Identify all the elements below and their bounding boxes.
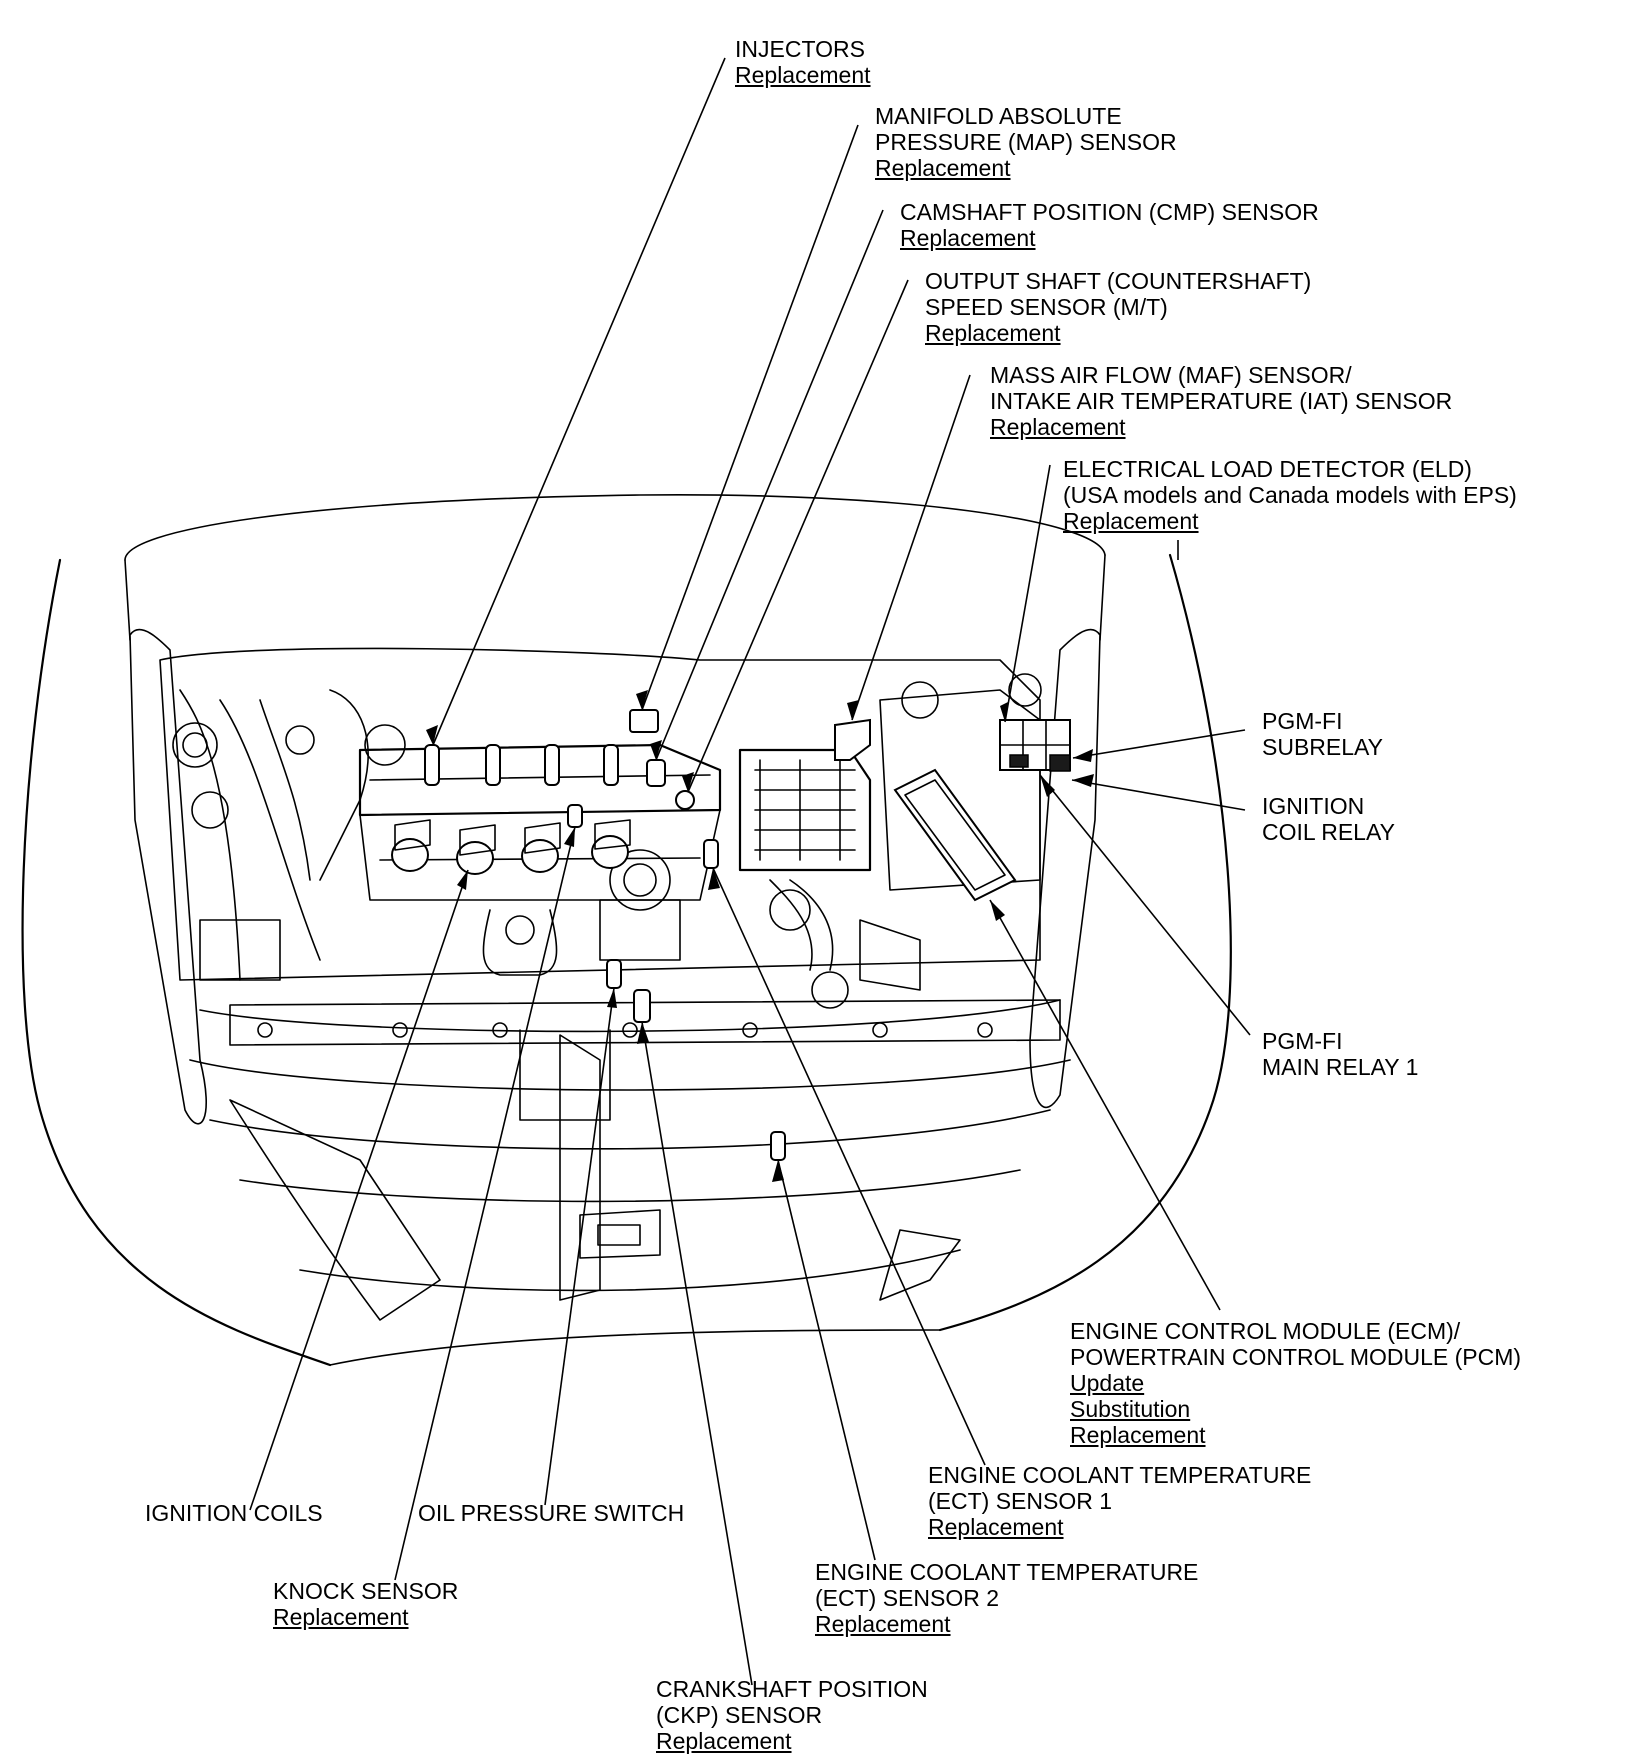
callout-pgmfi-subrelay: PGM-FI SUBRELAY — [1262, 708, 1383, 760]
callout-pgmfi-main-relay-line-1: PGM-FI — [1262, 1028, 1343, 1054]
callout-oil-pressure-switch-title: OIL PRESSURE SWITCH — [418, 1500, 685, 1526]
ect-sensor-1 — [703, 839, 719, 869]
callout-ignition-coil-relay-line-2: COIL RELAY — [1262, 819, 1395, 845]
callout-ect2-line-2: (ECT) SENSOR 2 — [815, 1585, 1000, 1611]
map-sensor — [629, 709, 659, 733]
callout-injectors-title: INJECTORS — [735, 36, 865, 62]
callout-ect1-line-1: ENGINE COOLANT TEMPERATURE — [928, 1462, 1312, 1488]
callout-ect2-line-1: ENGINE COOLANT TEMPERATURE — [815, 1559, 1199, 1585]
callout-maf-iat-sensor: MASS AIR FLOW (MAF) SENSOR/ INTAKE AIR T… — [990, 362, 1452, 440]
callout-cmp-sensor-title: CAMSHAFT POSITION (CMP) SENSOR — [900, 199, 1319, 225]
engine-bay — [159, 647, 1042, 1009]
callout-ignition-coils-title: IGNITION COILS — [145, 1500, 323, 1526]
callout-pgmfi-subrelay-line-2: SUBRELAY — [1262, 734, 1384, 760]
arrowheads — [426, 690, 1094, 1182]
output-shaft-sensor — [675, 790, 695, 810]
ecm-pcm-substitution-link[interactable]: Substitution — [1070, 1396, 1191, 1422]
callout-ignition-coil-relay-line-1: IGNITION — [1262, 793, 1365, 819]
ect-sensor-2-replacement-link[interactable]: Replacement — [815, 1611, 951, 1637]
cmp-sensor — [646, 759, 666, 787]
callout-cmp-sensor: CAMSHAFT POSITION (CMP) SENSOR Replaceme… — [900, 199, 1319, 251]
callout-oil-pressure-switch: OIL PRESSURE SWITCH — [418, 1500, 684, 1526]
callout-ect1-line-2: (ECT) SENSOR 1 — [928, 1488, 1113, 1514]
ckp-sensor — [633, 989, 651, 1023]
relay-block — [999, 719, 1071, 772]
callout-maf-iat-line-1: MASS AIR FLOW (MAF) SENSOR/ — [990, 362, 1352, 388]
callout-knock-sensor: KNOCK SENSOR Replacement — [273, 1578, 458, 1630]
callout-ecm-pcm-line-1: ENGINE CONTROL MODULE (ECM)/ — [1070, 1318, 1461, 1344]
callout-map-sensor-line-1: MANIFOLD ABSOLUTE — [875, 103, 1122, 129]
radiator-support — [229, 999, 1061, 1046]
callout-output-shaft-sensor: OUTPUT SHAFT (COUNTERSHAFT) SPEED SENSOR… — [925, 268, 1311, 346]
injectors-replacement-link[interactable]: Replacement — [735, 62, 871, 88]
callout-ect-sensor-1: ENGINE COOLANT TEMPERATURE (ECT) SENSOR … — [928, 1462, 1311, 1540]
callout-output-shaft-line-2: SPEED SENSOR (M/T) — [925, 294, 1168, 320]
ect-sensor-1-replacement-link[interactable]: Replacement — [928, 1514, 1064, 1540]
callout-eld-line-1: ELECTRICAL LOAD DETECTOR (ELD) — [1063, 456, 1472, 482]
cmp-sensor-replacement-link[interactable]: Replacement — [900, 225, 1036, 251]
vehicle-body-outline — [21, 493, 1232, 1367]
maf-iat-replacement-link[interactable]: Replacement — [990, 414, 1126, 440]
output-shaft-replacement-link[interactable]: Replacement — [925, 320, 1061, 346]
callout-pgmfi-main-relay-line-2: MAIN RELAY 1 — [1262, 1054, 1419, 1080]
injectors — [424, 744, 619, 786]
callout-injectors: INJECTORS Replacement — [735, 36, 871, 88]
callout-ect-sensor-2: ENGINE COOLANT TEMPERATURE (ECT) SENSOR … — [815, 1559, 1198, 1637]
callout-ecm-pcm-line-2: POWERTRAIN CONTROL MODULE (PCM) — [1070, 1344, 1522, 1370]
eld-replacement-link[interactable]: Replacement — [1063, 508, 1199, 534]
callout-ckp-line-2: (CKP) SENSOR — [656, 1702, 823, 1728]
map-sensor-replacement-link[interactable]: Replacement — [875, 155, 1011, 181]
callout-maf-iat-line-2: INTAKE AIR TEMPERATURE (IAT) SENSOR — [990, 388, 1453, 414]
callout-pgmfi-main-relay: PGM-FI MAIN RELAY 1 — [1262, 1028, 1418, 1080]
callout-map-sensor-line-2: PRESSURE (MAP) SENSOR — [875, 129, 1177, 155]
callout-knock-sensor-title: KNOCK SENSOR — [273, 1578, 459, 1604]
callout-eld: ELECTRICAL LOAD DETECTOR (ELD) (USA mode… — [1063, 456, 1517, 534]
ckp-sensor-replacement-link[interactable]: Replacement — [656, 1728, 792, 1754]
leader-lines — [249, 57, 1251, 1686]
ect-sensor-2 — [770, 1131, 786, 1161]
callout-map-sensor: MANIFOLD ABSOLUTE PRESSURE (MAP) SENSOR … — [875, 103, 1177, 181]
maf-iat-sensor — [834, 718, 871, 761]
callout-eld-line-2: (USA models and Canada models with EPS) — [1063, 482, 1517, 508]
ecm-pcm-update-link[interactable]: Update — [1070, 1370, 1145, 1396]
callout-ecm-pcm: ENGINE CONTROL MODULE (ECM)/ POWERTRAIN … — [1070, 1318, 1521, 1448]
oil-pressure-switch — [606, 959, 622, 989]
callout-ignition-coils: IGNITION COILS — [145, 1500, 323, 1526]
callout-ignition-coil-relay: IGNITION COIL RELAY — [1262, 793, 1395, 845]
callout-output-shaft-line-1: OUTPUT SHAFT (COUNTERSHAFT) — [925, 268, 1312, 294]
knock-sensor — [567, 804, 583, 828]
callout-ckp-line-1: CRANKSHAFT POSITION — [656, 1676, 928, 1702]
ignition-coils — [391, 819, 631, 875]
ecm-pcm-replacement-link[interactable]: Replacement — [1070, 1422, 1206, 1448]
callout-ckp-sensor: CRANKSHAFT POSITION (CKP) SENSOR Replace… — [656, 1676, 928, 1754]
ecm-pcm-unit — [893, 768, 1017, 902]
callout-pgmfi-subrelay-line-1: PGM-FI — [1262, 708, 1343, 734]
knock-sensor-replacement-link[interactable]: Replacement — [273, 1604, 409, 1630]
